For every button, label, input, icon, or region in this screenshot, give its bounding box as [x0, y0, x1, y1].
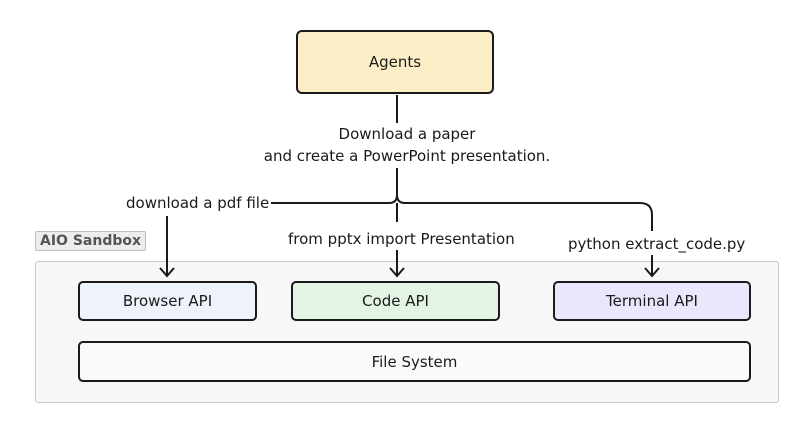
sandbox-tag: AIO Sandbox [35, 231, 147, 251]
filesystem-label: File System [371, 352, 458, 371]
browser-api-node: Browser API [78, 281, 257, 321]
code-branch-label: from pptx import Presentation [286, 228, 517, 250]
terminal-api-label: Terminal API [606, 292, 698, 310]
instruction-line-2: and create a PowerPoint presentation. [263, 147, 551, 165]
code-arrowhead [389, 267, 405, 278]
instruction-line-1: Download a paper [338, 125, 476, 143]
code-api-label: Code API [362, 292, 429, 310]
browser-arrowhead [159, 267, 175, 278]
terminal-branch-line [396, 194, 653, 231]
browser-branch-label: download a pdf file [124, 192, 272, 214]
instruction-text: Download a paper and create a PowerPoint… [262, 123, 552, 167]
terminal-branch-label: python extract_code.py [566, 233, 748, 255]
terminal-api-node: Terminal API [553, 281, 751, 321]
browser-api-label: Browser API [122, 292, 213, 310]
code-api-node: Code API [291, 281, 500, 321]
agents-label: Agents [368, 53, 422, 71]
browser-branch-line [270, 194, 398, 204]
terminal-arrowhead [644, 267, 660, 278]
agents-node: Agents [296, 30, 494, 94]
filesystem-node: File System [78, 341, 751, 382]
